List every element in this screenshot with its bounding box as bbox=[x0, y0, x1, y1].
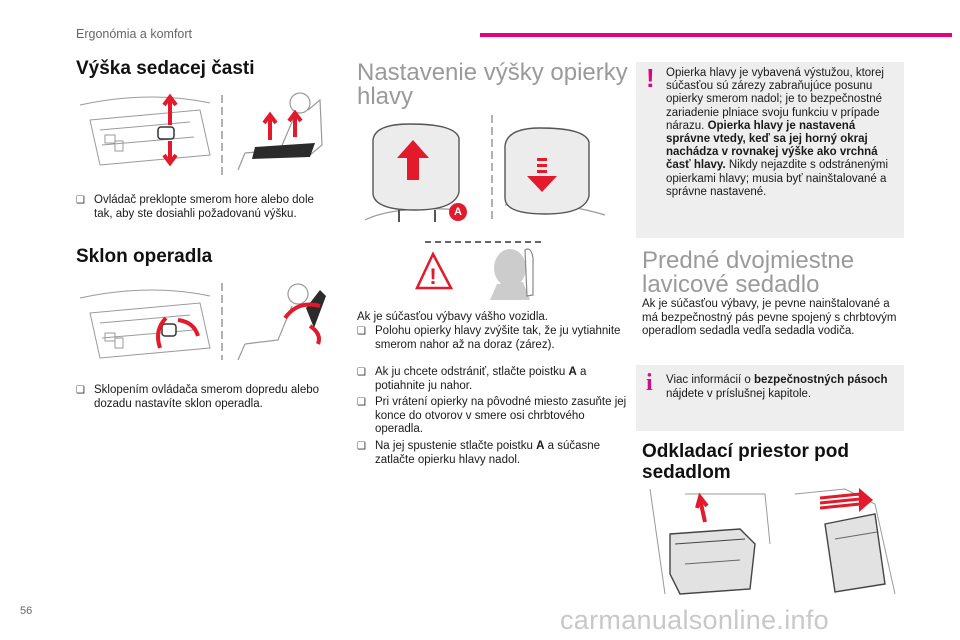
info-box bbox=[636, 365, 904, 431]
warning-text-bold: Opierka hlavy je nastavená správne vtedy… bbox=[666, 119, 878, 172]
info-text-part1: Viac informácií o bbox=[666, 374, 754, 386]
seat-height-illustration bbox=[79, 92, 323, 177]
headrest-bullet-lower: ❑ Na jej spustenie stlačte poistku A a s… bbox=[357, 440, 627, 467]
headrest-heading-line1: Nastavenie výšky opierky bbox=[357, 59, 628, 86]
bench-heading-line2: lavicové sedadlo bbox=[642, 271, 820, 298]
headrest-bullet-raise: ❑ Polohu opierky hlavy zvýšite tak, že j… bbox=[357, 325, 627, 352]
info-icon: i bbox=[646, 370, 653, 396]
info-text: Viac informácií o bezpečnostných pásoch … bbox=[666, 373, 894, 401]
backrest-illustration bbox=[79, 283, 326, 361]
bullet-marker: ❑ bbox=[357, 397, 366, 408]
headrest-lower-text-end: a súčasne zatlačte opierku hlavy nadol. bbox=[375, 440, 601, 466]
headrest-bullet-remove: ❑ Ak ju chcete odstrániť, stlačte poistk… bbox=[357, 366, 627, 393]
info-text-bold: bezpečnostných pásoch bbox=[754, 374, 888, 386]
headrest-return-text: Pri vrátení opierky na pôvodné miesto za… bbox=[375, 396, 627, 436]
bullet-marker: ❑ bbox=[76, 195, 85, 206]
backrest-bullet: ❑ Sklopením ovládača smerom dopredu aleb… bbox=[76, 384, 332, 411]
storage-illustration bbox=[649, 488, 896, 595]
warning-text-part1: Opierka hlavy je vybavená výstužou, ktor… bbox=[666, 67, 884, 132]
seat-height-text: Ovládač preklopte smerom hore alebo dole… bbox=[94, 194, 314, 220]
bullet-marker: ❑ bbox=[357, 326, 366, 337]
headrest-bullet-return: ❑ Pri vrátení opierky na pôvodné miesto … bbox=[357, 396, 627, 437]
watermark: carmanualsonline.info bbox=[560, 605, 829, 635]
page-number: 56 bbox=[20, 605, 33, 617]
headrest-remove-lock-label: A bbox=[568, 366, 577, 378]
backrest-text: Sklopením ovládača smerom dopredu alebo … bbox=[94, 384, 320, 410]
backrest-heading: Sklon operadla bbox=[76, 246, 213, 267]
info-text-part2: nájdete v príslušnej kapitole. bbox=[666, 388, 812, 400]
bench-text: Ak je súčasťou výbavy, je pevne nainštal… bbox=[642, 298, 897, 338]
section-header: Ergonómia a komfort bbox=[76, 27, 193, 41]
headrest-heading-line2: hlavy bbox=[357, 83, 414, 110]
warning-text-part2: Nikdy nejazdite s odstránenými opierkami… bbox=[666, 159, 889, 198]
headrest-raise-text: Polohu opierky hlavy zvýšite tak, že ju … bbox=[375, 325, 621, 351]
bench-heading-line1: Predné dvojmiestne bbox=[642, 247, 855, 274]
seat-height-heading: Výška sedacej časti bbox=[76, 58, 255, 79]
headrest-intro: Ak je súčasťou výbavy vášho vozidla. bbox=[357, 311, 548, 323]
bullet-marker: ❑ bbox=[357, 441, 366, 452]
storage-heading-line1: Odkladací priestor pod bbox=[642, 441, 849, 462]
headrest-lower-lock-label: A bbox=[536, 440, 545, 452]
warning-text: Opierka hlavy je vybavená výstužou, ktor… bbox=[666, 67, 898, 199]
warning-icon: ! bbox=[646, 63, 655, 93]
warning-box bbox=[636, 62, 904, 238]
headrest-remove-text: Ak ju chcete odstrániť, stlačte poistku bbox=[375, 366, 569, 378]
seat-height-bullet: ❑ Ovládač preklopte smerom hore alebo do… bbox=[76, 194, 332, 221]
headrest-lower-text: Na jej spustenie stlačte poistku bbox=[375, 440, 537, 452]
storage-heading-line2: sedadlom bbox=[642, 462, 731, 483]
headrest-label-a: A bbox=[449, 203, 467, 221]
header-accent-bar bbox=[480, 33, 952, 37]
bullet-marker: ❑ bbox=[357, 367, 366, 378]
bullet-marker: ❑ bbox=[76, 385, 85, 396]
headrest-remove-text-end: a potiahnite ju nahor. bbox=[375, 366, 587, 392]
headrest-illustration: ! bbox=[364, 115, 606, 300]
svg-text:!: ! bbox=[429, 264, 436, 289]
